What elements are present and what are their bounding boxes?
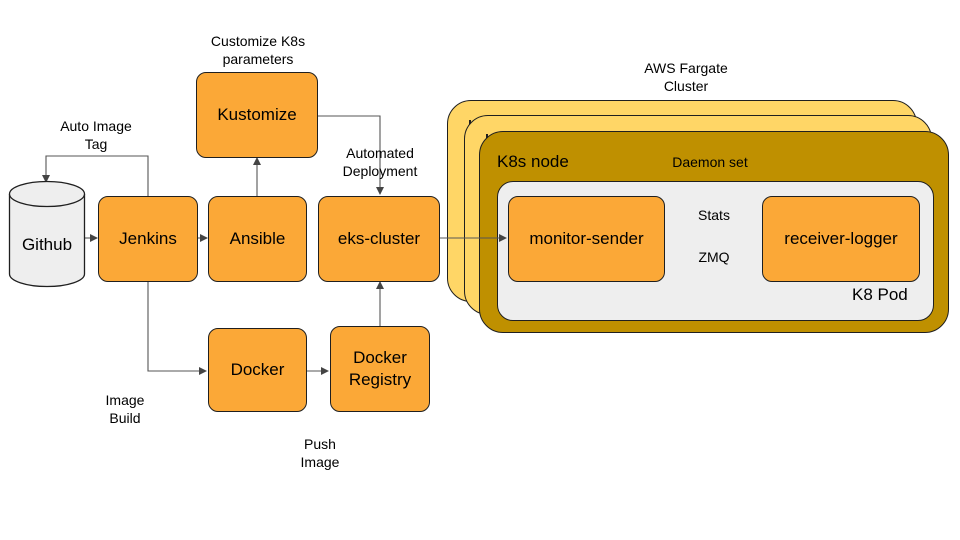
daemon-set-label: Daemon set [672,154,748,170]
kustomize-box[interactable]: Kustomize [196,72,318,158]
automated-deployment-label: Automated Deployment [342,145,418,179]
k8s-node-title: K8s node [497,152,569,171]
jenkins-box[interactable]: Jenkins [98,196,198,282]
zmq-label: ZMQ [698,249,730,265]
stats-label: Stats [698,207,730,223]
docker-box[interactable]: Docker [208,328,307,412]
github-label: Github [21,235,73,254]
monitor-sender-box[interactable]: monitor-sender [508,196,665,282]
auto-image-tag-label: Auto Image Tag [60,118,132,152]
edge-jenkins-to-github-tag [42,155,149,196]
eks-cluster-box[interactable]: eks-cluster [318,196,440,282]
k8-pod-label: K8 Pod [852,285,908,304]
docker-registry-box[interactable]: Docker Registry [330,326,430,412]
customize-k8s-label: Customize K8s parameters [210,33,306,67]
push-image-label: Push Image [300,436,340,470]
ansible-box[interactable]: Ansible [208,196,307,282]
edge-kustomize-to-eks [318,115,384,195]
receiver-logger-box[interactable]: receiver-logger [762,196,920,282]
github-cylinder[interactable] [8,180,86,288]
fargate-cluster-label: AWS Fargate Cluster [644,60,728,94]
image-build-label: Image Build [105,392,145,426]
edge-jenkins-to-docker [147,282,207,375]
